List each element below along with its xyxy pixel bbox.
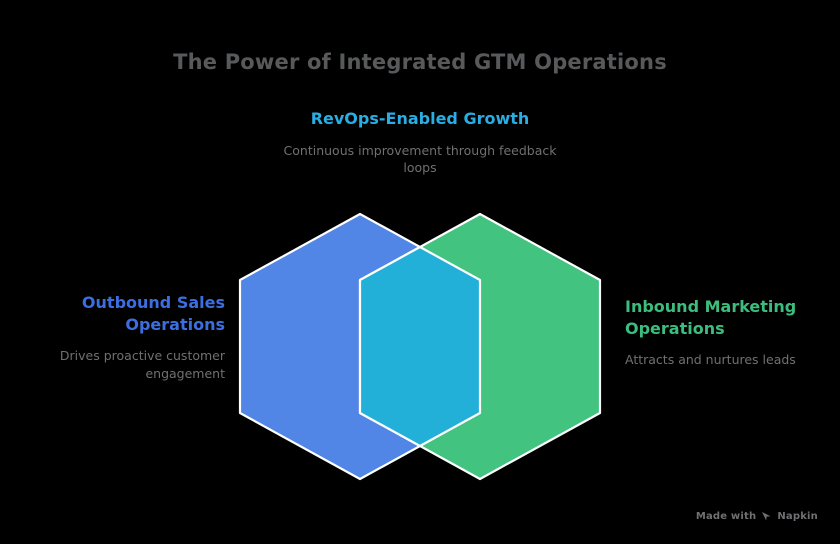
label-outbound-sales-operations: Outbound Sales Operations Drives proacti… xyxy=(10,292,225,382)
label-right-subtitle: Attracts and nurtures leads xyxy=(625,352,796,368)
label-left-subtitle: Drives proactive customer engagement xyxy=(59,348,225,381)
overlap-region xyxy=(358,245,482,448)
label-center-heading: RevOps-Enabled Growth xyxy=(310,109,530,128)
label-center-subtitle: Continuous improvement through feedback … xyxy=(283,142,557,176)
label-inbound-marketing-operations: Inbound Marketing Operations Attracts an… xyxy=(625,296,840,369)
watermark: Made with Napkin xyxy=(696,511,818,522)
label-right-heading: Inbound Marketing Operations xyxy=(625,297,797,338)
watermark-brand: Napkin xyxy=(777,511,818,522)
napkin-logo-icon xyxy=(761,511,772,522)
watermark-prefix: Made with xyxy=(695,511,757,522)
label-revops-enabled-growth: RevOps-Enabled Growth Continuous improve… xyxy=(280,108,560,177)
page-title: The Power of Integrated GTM Operations xyxy=(173,50,667,74)
label-left-heading: Outbound Sales Operations xyxy=(81,293,225,334)
